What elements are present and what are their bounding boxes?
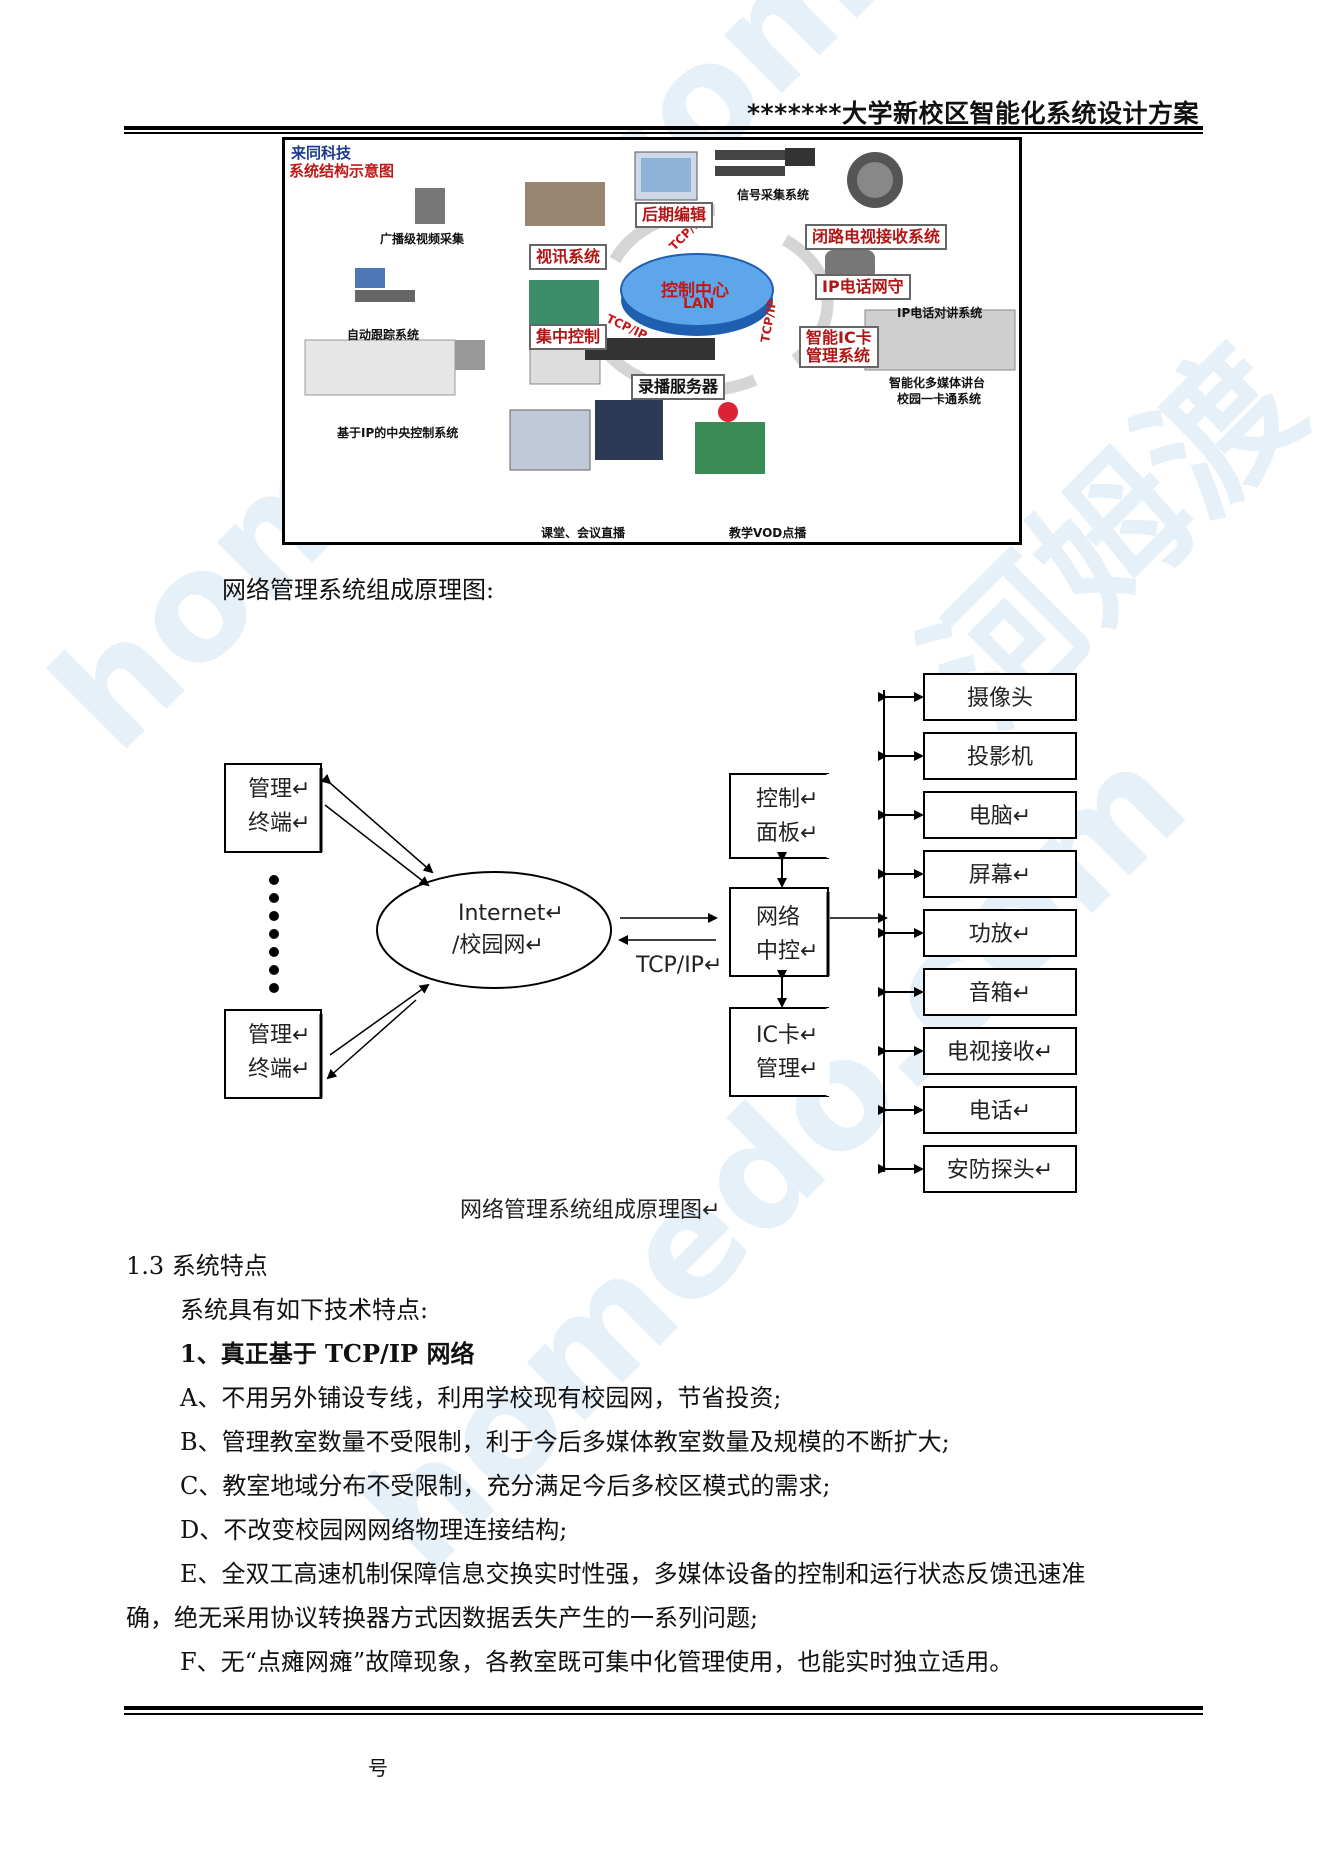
cloud-line2: /校园网↵ (452, 933, 544, 958)
feature-item-e-cont: 确，绝无采用协议转换器方式因数据丢失产生的一系列问题; (126, 1604, 759, 1632)
network-diagram-heading: 网络管理系统组成原理图: (222, 576, 495, 604)
header-title: *******大学新校区智能化系统设计方案 (746, 99, 1199, 128)
device-label-0: 摄像头 (967, 686, 1033, 711)
network-ctrl-line1: 网络 (756, 905, 800, 930)
terminal-bottom-line1: 管理↵ (248, 1023, 310, 1048)
ic-mgmt-line1: IC卡↵ (756, 1023, 818, 1048)
label-cctv: 闭路电视接收系统 (805, 224, 948, 250)
control-panel-line2: 面板↵ (756, 821, 818, 846)
section-intro: 系统具有如下技术特点: (180, 1296, 429, 1324)
device-label-7: 电话↵ (969, 1099, 1031, 1124)
device-box-4 (923, 909, 1077, 957)
label-campus-card: 校园一卡通系统 (897, 392, 982, 406)
figure-subtitle: 系统结构示意图 (289, 162, 395, 180)
device-box-3 (923, 850, 1077, 898)
feature-item-d: D、不改变校园网网络物理连接结构; (180, 1516, 568, 1544)
footer-rule-thin (124, 1713, 1203, 1715)
label-auto-track: 自动跟踪系统 (347, 328, 420, 342)
device-label-5: 音箱↵ (969, 981, 1031, 1006)
tcp-ip-label: TCP/IP↵ (635, 953, 722, 978)
terminal-top-line2: 终端↵ (248, 811, 310, 836)
system-structure-figure: 来同科技 系统结构示意图 控制中心 LAN TCP/IP TCP/IP TCP/… (282, 137, 1022, 545)
device-label-6: 电视接收↵ (947, 1040, 1053, 1065)
internet-cloud (376, 871, 612, 989)
section-heading: 1.3 系统特点 (126, 1252, 268, 1280)
terminal-top-line1: 管理↵ (248, 777, 310, 802)
label-ip-intercom: IP电话对讲系统 (897, 306, 983, 320)
label-live: 课堂、会议直播 (541, 526, 626, 540)
terminal-box-top (224, 763, 322, 853)
label-video-conf: 视讯系统 (529, 244, 608, 270)
device-box-8 (923, 1145, 1077, 1193)
label-central-ctrl: 集中控制 (529, 324, 608, 350)
label-ip-central: 基于IP的中央控制系统 (337, 426, 459, 440)
label-post-edit: 后期编辑 (635, 202, 714, 228)
diagram-caption: 网络管理系统组成原理图↵ (460, 1198, 720, 1223)
feature-item-e: E、全双工高速机制保障信息交换实时性强，多媒体设备的控制和运行状态反馈迅速准 (180, 1560, 1086, 1588)
feature-item-a: A、不用另外铺设专线，利用学校现有校园网，节省投资; (180, 1384, 782, 1412)
label-record-server: 录播服务器 (631, 374, 726, 400)
terminal-bottom-line2: 终端↵ (248, 1057, 310, 1082)
header-rule-thin (124, 132, 1203, 134)
device-label-4: 功放↵ (969, 922, 1031, 947)
feature-item-f: F、无“点瘫网瘫”故障现象，各教室既可集中化管理使用，也能实时独立适用。 (180, 1648, 1014, 1676)
label-ic-card: 智能IC卡 管理系统 (799, 326, 879, 368)
device-label-3: 屏幕↵ (969, 863, 1031, 888)
control-panel-line1: 控制↵ (756, 787, 818, 812)
device-label-2: 电脑↵ (969, 804, 1031, 829)
device-box-6 (923, 1027, 1077, 1075)
label-signal: 信号采集系统 (737, 188, 810, 202)
cloud-line1: Internet↵ (458, 901, 564, 926)
feature-item-c: C、教室地域分布不受限制，充分满足今后多校区模式的需求; (180, 1472, 831, 1500)
feature-1-heading: 1、真正基于 TCP/IP 网络 (180, 1339, 475, 1368)
device-box-1 (923, 732, 1077, 780)
center-sub: LAN (683, 296, 715, 312)
footer-rule-thick (124, 1706, 1203, 1710)
label-multimedia: 智能化多媒体讲台 (889, 376, 986, 390)
device-label-1: 投影机 (967, 745, 1033, 770)
device-label-8: 安防探头↵ (947, 1158, 1053, 1183)
device-box-7 (923, 1086, 1077, 1134)
ic-mgmt-line2: 管理↵ (756, 1057, 818, 1082)
device-box-2 (923, 791, 1077, 839)
label-broadcast: 广播级视频采集 (380, 232, 465, 246)
header-rule-thick (124, 126, 1203, 130)
label-ip-phone: IP电话网守 (815, 274, 911, 300)
device-box-5 (923, 968, 1077, 1016)
network-ctrl-line2: 中控↵ (756, 939, 818, 964)
label-vod: 教学VOD点播 (729, 526, 807, 540)
feature-item-b: B、管理教室数量不受限制，利于今后多媒体教室数量及规模的不断扩大; (180, 1428, 950, 1456)
center-title: 控制中心 (661, 281, 729, 301)
device-box-0 (923, 673, 1077, 721)
footer-page-number: 号 (368, 1756, 388, 1780)
brand-label: 来同科技 (291, 144, 352, 162)
